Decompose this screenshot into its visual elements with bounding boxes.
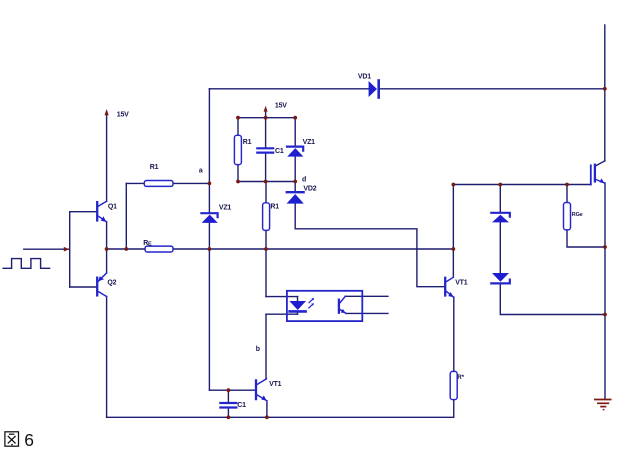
svg-text:R1: R1 [150,164,159,171]
svg-text:R1: R1 [270,204,279,211]
svg-text:VT1: VT1 [455,280,468,287]
svg-text:d: d [302,176,306,183]
svg-text:Q1: Q1 [108,204,117,211]
svg-text:R*: R* [457,374,464,381]
svg-text:C1: C1 [275,148,284,155]
svg-text:a: a [199,168,203,175]
svg-text:VD1: VD1 [358,74,371,81]
svg-text:C1: C1 [237,402,246,409]
svg-text:15V: 15V [275,102,287,109]
svg-text:VZ1: VZ1 [219,205,232,212]
svg-text:VT1: VT1 [269,381,282,388]
svg-text:Q2: Q2 [107,280,116,287]
svg-text:RE: RE [143,240,152,248]
svg-text:VZ1: VZ1 [303,139,316,146]
svg-text:6: 6 [24,430,34,450]
svg-text:RGe: RGe [572,212,583,218]
svg-text:R1: R1 [243,139,252,146]
svg-text:15V: 15V [117,111,129,118]
svg-text:b: b [256,346,260,353]
svg-text:VD2: VD2 [303,185,316,192]
